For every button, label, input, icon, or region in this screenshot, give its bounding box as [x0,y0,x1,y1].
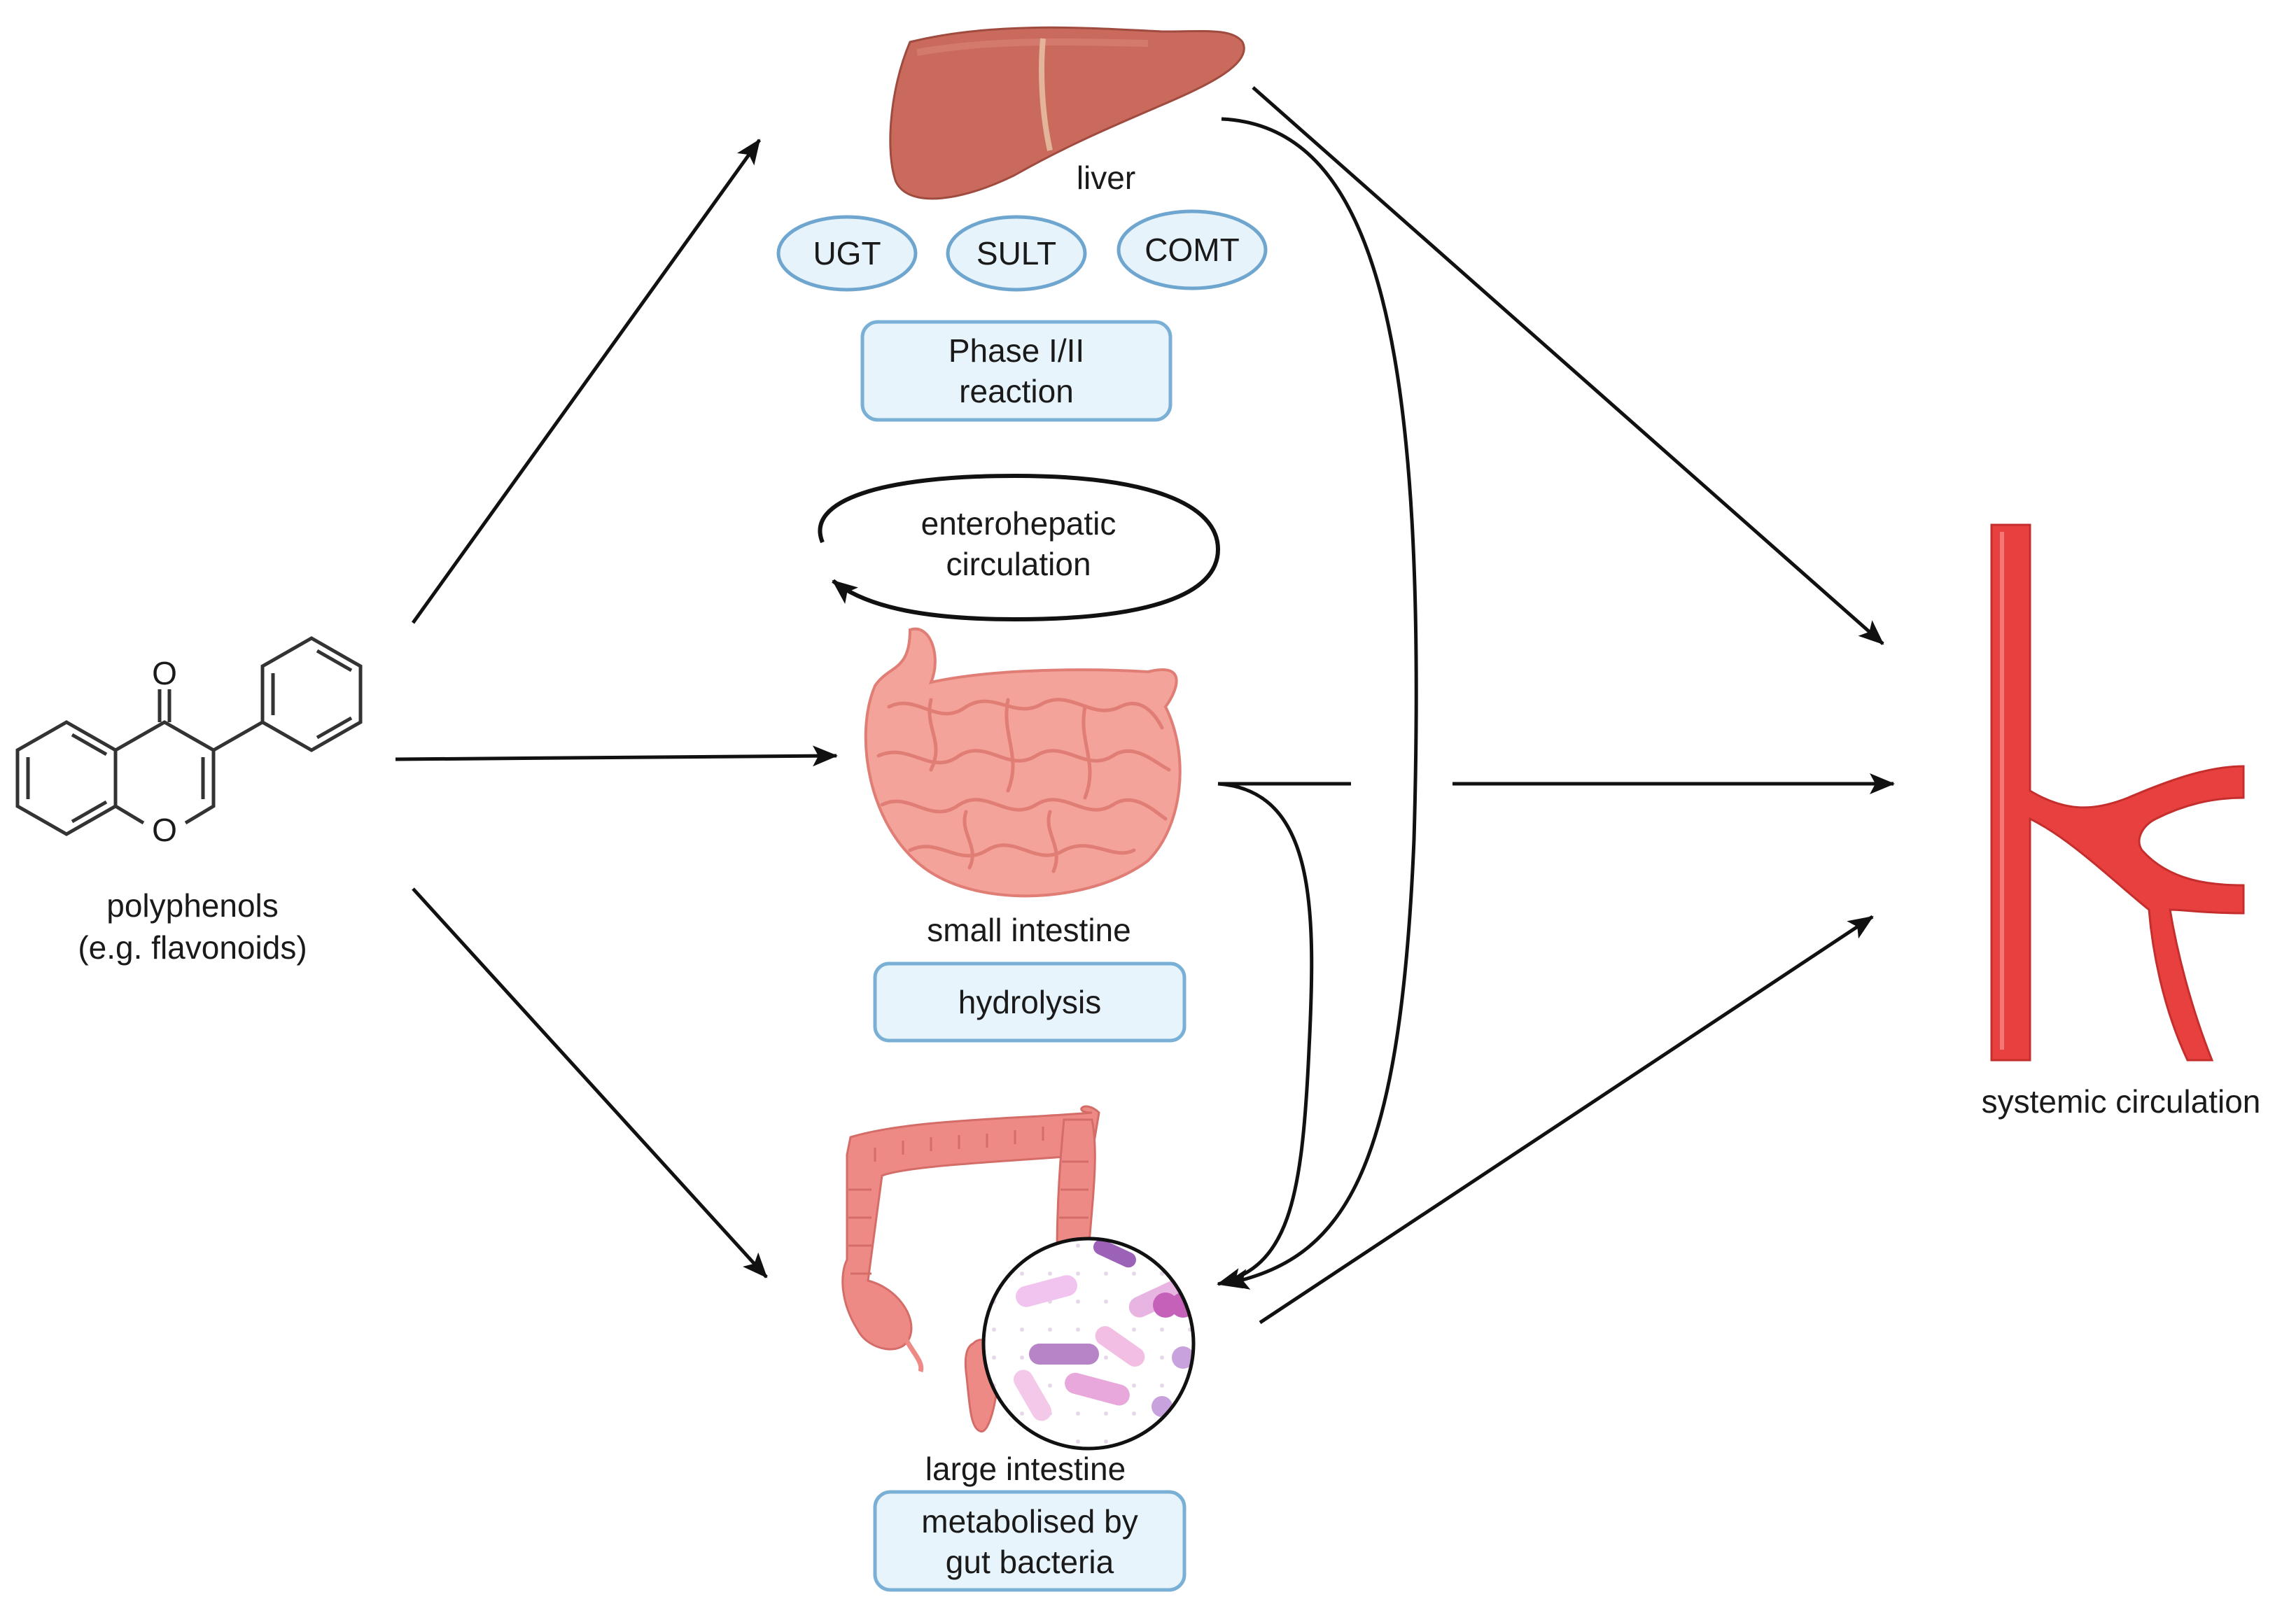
polyphenols-label: polyphenols [106,887,279,924]
enterohepatic-loop [818,473,1221,622]
arrows [395,86,1895,1325]
large-intestine-label: large intestine [925,1451,1126,1487]
ring-oxygen-label: O [152,812,177,848]
arrow-small-intestine-to-large-intestine [1217,782,1314,1289]
small-intestine-illustration [864,627,1182,898]
hydrolysis-label: hydrolysis [958,984,1102,1020]
phase-reaction-line1: Phase I/II [948,332,1084,369]
gut-bacteria-line1: metabolised by [921,1503,1138,1540]
enzyme-sult-label: SULT [976,235,1056,272]
enterohepatic-line2: circulation [946,546,1091,582]
phase-reaction-line2: reaction [959,373,1074,409]
arrow-liver-to-large-intestine [1221,117,1418,1290]
arrow-compound-to-small-intestine [395,745,838,767]
liver-illustration [889,26,1245,200]
carbonyl-oxygen-label: O [152,655,177,691]
enterohepatic-line1: enterohepatic [921,505,1116,542]
enzyme-sult: SULT [946,215,1087,292]
gut-bacteria-line2: gut bacteria [946,1544,1114,1580]
flavonoid-structure [15,636,363,836]
gut-bacteria-lens [981,1237,1196,1451]
systemic-circulation-label: systemic circulation [1982,1083,2261,1120]
hydrolysis-box: hydrolysis [873,962,1186,1043]
arrow-compound-to-liver [411,139,762,624]
polyphenols-example-label: (e.g. flavonoids) [78,929,307,966]
gut-bacteria-box: metabolised by gut bacteria [873,1490,1186,1592]
small-intestine-label: small intestine [927,912,1130,948]
arrow-large-intestine-to-systemic [1259,915,1874,1325]
arrow-liver-to-systemic [1252,86,1884,645]
phase-reaction-box: Phase I/II reaction [860,320,1172,422]
blood-vessel-illustration [1990,523,2245,1062]
enzyme-ugt-label: UGT [813,235,881,272]
liver-label: liver [1077,160,1135,196]
enzyme-ugt: UGT [776,215,918,292]
enzyme-comt-label: COMT [1144,232,1239,268]
arrow-compound-to-large-intestine [412,887,768,1279]
enzyme-comt: COMT [1116,209,1268,290]
